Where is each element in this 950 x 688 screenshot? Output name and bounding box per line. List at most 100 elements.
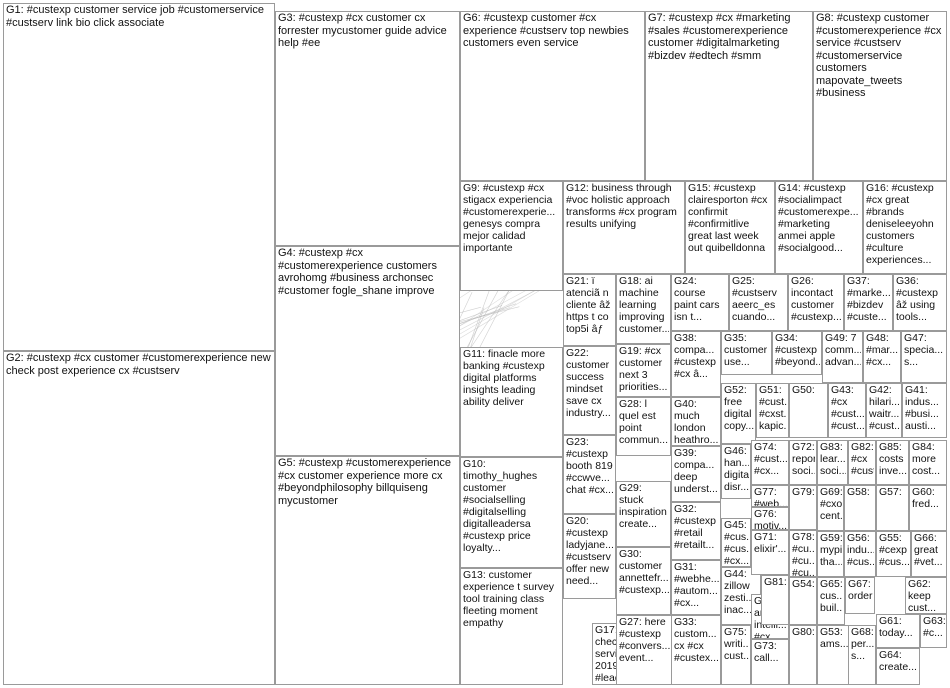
group-g6: G6: #custexp customer #cx experience #cu… — [460, 11, 645, 181]
group-label: G49: 7 comm... advan... — [825, 332, 861, 368]
group-label: G20: #custexp ladyjane... #custserv offe… — [566, 515, 614, 587]
group-label: G82: #cx #cust... — [851, 441, 874, 477]
group-label: G60: fred... — [912, 486, 939, 510]
group-label: G75: writi... cust... — [724, 626, 749, 662]
group-label: G36: #custexp âž using tools... — [896, 275, 941, 323]
group-g61: G61: today... — [876, 614, 920, 648]
group-label: G58: — [847, 486, 870, 498]
group-label: G43: #cx #cust... #cust... — [831, 384, 864, 432]
group-label: G67: order — [848, 578, 873, 602]
group-label: G39: compa... deep underst... — [674, 447, 718, 495]
group-g40: G40: much london heathro... — [671, 397, 721, 446]
group-g12: G12: business through #voc holistic appr… — [563, 181, 685, 274]
group-g36: G36: #custexp âž using tools... — [893, 274, 947, 331]
group-label: G41: indus... #busi... austi... — [905, 384, 942, 432]
group-g23: G23: #custexp booth 819 #ccwve... chat #… — [563, 435, 616, 514]
group-g16: G16: #custexp #cx great #brands denisele… — [863, 181, 947, 274]
group-g25: G25: #custserv aeerc_es cuando... — [729, 274, 788, 331]
group-g15: G15: #custexp clairesporton #cx confirmi… — [685, 181, 775, 274]
group-label: G10: timothy_hughes customer #socialsell… — [463, 458, 541, 554]
group-label: G46: han... digital disr... — [724, 445, 749, 493]
group-label: G85: costs inve... — [879, 441, 907, 477]
group-label: G47: specia... s... — [904, 332, 944, 368]
group-label: G29: stuck inspiration create... — [619, 482, 667, 530]
group-g53: G53: ams... — [817, 625, 850, 685]
group-label: G35: customer use... — [724, 332, 770, 368]
group-g13: G13: customer experience t survey tool t… — [460, 568, 563, 685]
group-label: G45: #cus... #cus... #cx... — [724, 519, 749, 567]
group-g34: G34: #custexp #beyond... — [772, 331, 822, 375]
group-g54: G54: — [789, 577, 817, 625]
group-label: G59: mypi... tha... — [820, 532, 842, 568]
group-g60: G60: fred... — [909, 485, 947, 531]
group-label: G4: #custexp #cx #customerexperience cus… — [278, 247, 441, 297]
group-label: G5: #custexp #customerexperience #cx cus… — [278, 457, 455, 507]
group-label: G26: incontact customer #custexp... — [791, 275, 842, 323]
group-label: G76: motiv... — [754, 508, 787, 530]
group-label: G32: #custexp #retail #retailt... — [674, 503, 719, 551]
group-g56: G56: indu... #cus... — [844, 531, 876, 577]
group-g20: G20: #custexp ladyjane... #custserv offe… — [563, 514, 616, 599]
group-g68: G68: per... s... — [848, 625, 876, 685]
group-g31: G31: #webhe... #autom... #cx... — [671, 560, 721, 615]
group-g1: G1: #custexp customer service job #custo… — [3, 3, 275, 351]
group-label: G40: much london heathro... — [674, 398, 719, 446]
group-label: G56: indu... #cus... — [847, 532, 874, 568]
group-g24: G24: course paint cars isn t... — [671, 274, 729, 331]
group-g46: G46: han... digital disr... — [721, 444, 751, 499]
group-g69: G69: #cxo... cent... — [817, 485, 844, 531]
group-g47: G47: specia... s... — [901, 331, 947, 383]
group-g5: G5: #custexp #customerexperience #cx cus… — [275, 456, 460, 685]
group-label: G23: #custexp booth 819 #ccwve... chat #… — [566, 436, 614, 496]
group-g45: G45: #cus... #cus... #cx... — [721, 518, 751, 567]
group-label: G74: #cust... #cx... — [754, 441, 787, 477]
group-label: G8: #custexp customer #customerexperienc… — [816, 12, 945, 99]
group-g52: G52: free digital copy... — [721, 383, 756, 444]
group-g75: G75: writi... cust... — [721, 625, 751, 685]
group-g84: G84: more cost... — [909, 440, 947, 485]
group-g37: G37: #marke... #bizdev #custe... — [844, 274, 893, 331]
group-label: G73: call... — [754, 640, 780, 664]
group-label: G72: reporte... soci... — [792, 441, 815, 477]
group-g30: G30: customer annettefr... #custexp... — [616, 547, 671, 615]
group-g74: G74: #cust... #cx... — [751, 440, 789, 485]
group-label: G25: #custserv aeerc_es cuando... — [732, 275, 780, 323]
group-g39: G39: compa... deep underst... — [671, 446, 721, 502]
group-g27: G27: here #custexp #convers... event... — [616, 615, 672, 685]
group-g66: G66: great #vet... — [911, 531, 947, 577]
group-label: G28: l quel est point commun... — [619, 398, 669, 446]
group-g64: G64: create... — [876, 648, 920, 685]
group-label: G18: ai machine learning improving custo… — [619, 275, 669, 335]
group-label: G37: #marke... #bizdev #custe... — [847, 275, 891, 323]
group-label: G71: elixir'... — [754, 531, 787, 555]
group-g51: G51: #cust... #cxst... kapic... — [756, 383, 789, 438]
group-label: G7: #custexp #cx #marketing #sales #cust… — [648, 12, 794, 62]
group-g59: G59: mypi... tha... — [817, 531, 844, 577]
group-g80: G80: — [789, 625, 817, 685]
group-label: G63: #c... — [923, 615, 945, 639]
group-g19: G19: #cx customer next 3 priorities... — [616, 344, 671, 397]
group-g11: G11: finacle more banking #custexp digit… — [460, 347, 563, 457]
group-label: G78: #cu... #cu... #cu... — [792, 531, 815, 577]
group-g79: G79: — [789, 485, 817, 530]
group-label: G80: — [792, 626, 815, 638]
group-label: G19: #cx customer next 3 priorities... — [619, 345, 668, 393]
group-label: G44: zillow zesti... inac... — [724, 568, 755, 616]
group-label: G6: #custexp customer #cx experience #cu… — [463, 12, 632, 49]
group-g7: G7: #custexp #cx #marketing #sales #cust… — [645, 11, 813, 181]
group-label: G79: — [792, 486, 815, 498]
group-g3: G3: #custexp #cx customer cx forrester m… — [275, 11, 460, 246]
group-label: G2: #custexp #cx customer #customerexper… — [6, 352, 271, 377]
group-label: G34: #custexp #beyond... — [775, 332, 820, 368]
group-g21: G21: ï atenciã n cliente âž https t co t… — [563, 274, 616, 346]
group-label: G31: #webhe... #autom... #cx... — [674, 561, 719, 609]
group-g78: G78: #cu... #cu... #cu... — [789, 530, 817, 577]
group-label: G9: #custexp #cx stigacx experiencia #cu… — [463, 182, 559, 254]
group-g2: G2: #custexp #cx customer #customerexper… — [3, 351, 275, 685]
group-label: G13: customer experience t survey tool t… — [463, 569, 557, 629]
group-g28: G28: l quel est point commun... — [616, 397, 671, 456]
group-label: G16: #custexp #cx great #brands denisele… — [866, 182, 937, 266]
group-g43: G43: #cx #cust... #cust... — [828, 383, 866, 438]
group-g9: G9: #custexp #cx stigacx experiencia #cu… — [460, 181, 563, 291]
